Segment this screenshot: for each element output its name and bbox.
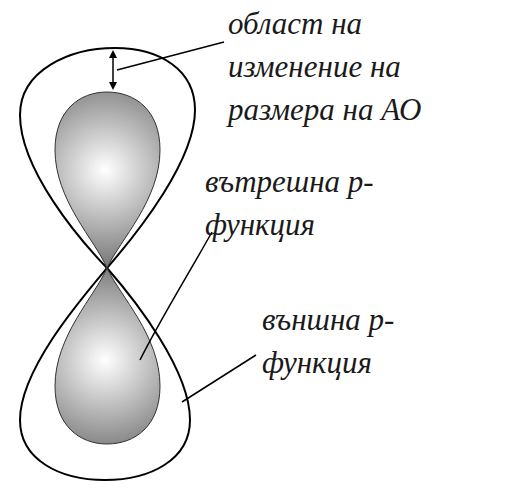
callout-label: вътрешна p-функция [205,160,375,246]
callout-label: външна p-функция [262,298,432,384]
inner-lobe [55,92,160,268]
callout-label: област на изменение на размера на АО [228,2,478,131]
outer-lobe [20,48,195,268]
dimension-arrow [112,54,114,86]
arrow-head [109,82,117,90]
arrow-head [109,50,117,58]
leader-line [117,42,224,70]
inner-lobe [55,268,160,444]
leader-line [182,355,256,402]
outer-lobe [20,268,190,480]
leader-line [140,232,212,360]
